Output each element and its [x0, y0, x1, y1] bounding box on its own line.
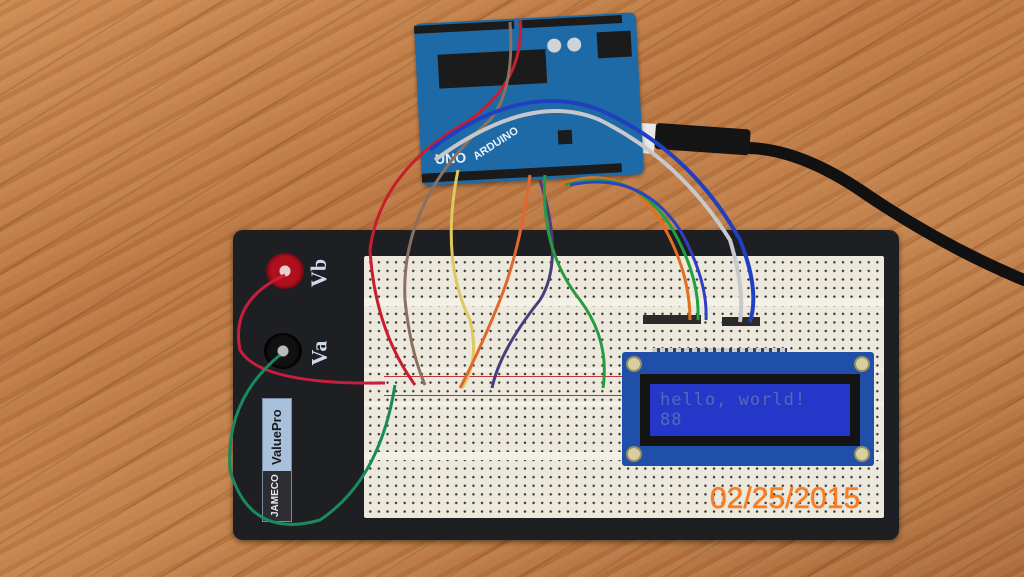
brand-plate: ValuePro JAMECO: [262, 398, 292, 522]
lcd-line-1: hello, world!: [660, 390, 807, 410]
power-rail-positive: [384, 376, 624, 377]
breadboard-channel: [364, 298, 884, 306]
ribbon-connector: [643, 315, 701, 324]
lcd-line-2: 88: [660, 410, 683, 430]
power-rail-negative: [384, 395, 624, 396]
lcd-module: hello, world! 88: [622, 352, 874, 466]
date-overlay: 02/25/2015: [710, 482, 861, 515]
lcd-screen: hello, world! 88: [650, 384, 850, 436]
